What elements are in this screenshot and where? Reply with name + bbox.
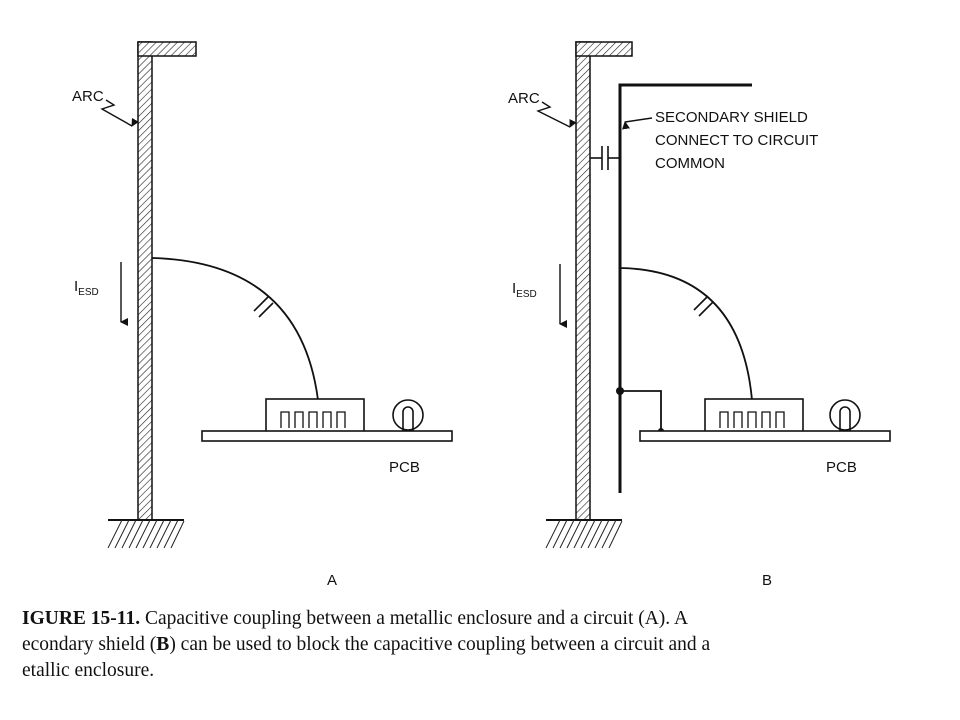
- shield-capacitor-b: [590, 146, 620, 170]
- figure-caption: IGURE 15-11. Capacitive coupling between…: [22, 606, 942, 684]
- caption-line-1: IGURE 15-11. Capacitive coupling between…: [22, 606, 942, 632]
- figure-number: IGURE 15-11.: [22, 608, 141, 629]
- arc-spark-b: [536, 101, 577, 128]
- enclosure-wall-b: [575, 41, 633, 521]
- caption-text-2a: econdary shield (: [22, 634, 157, 655]
- caption-line-2: econdary shield (B) can be used to block…: [22, 632, 942, 658]
- panel-b: ARC SECONDARY SHIELD CONNECT TO CIRCUIT …: [508, 41, 891, 589]
- caption-text-1: Capacitive coupling between a metallic e…: [140, 608, 689, 629]
- ground-symbol-a: [107, 519, 185, 549]
- component-round-b: [829, 399, 861, 431]
- panel-label-b: B: [762, 572, 772, 589]
- capacitor-symbol-a: [253, 296, 274, 318]
- pcb-board-b: [639, 430, 891, 442]
- arc-spark-a: [100, 99, 139, 127]
- current-label-b: IESD: [512, 280, 537, 300]
- secondary-shield-b: [618, 83, 752, 493]
- caption-text-2c: ) can be used to block the capacitive co…: [169, 634, 711, 655]
- panel-a: ARC IESD PCB A: [72, 41, 453, 589]
- coupling-curve-a: [151, 257, 319, 401]
- caption-text-2b: B: [156, 634, 170, 655]
- capacitor-symbol-b: [693, 295, 714, 317]
- arc-label-a: ARC: [72, 88, 104, 105]
- shield-note-pointer-b: [622, 117, 653, 130]
- shield-note-line-3: COMMON: [655, 155, 725, 172]
- chip-b: [704, 398, 804, 433]
- pcb-board-a: [201, 430, 453, 442]
- coupling-curve-b: [619, 267, 753, 401]
- shield-note-line-1: SECONDARY SHIELD: [655, 109, 808, 126]
- circuit-common-link-b: [616, 387, 664, 434]
- pcb-label-b: PCB: [826, 459, 857, 476]
- pcb-label-a: PCB: [389, 459, 420, 476]
- caption-line-3: etallic enclosure.: [22, 660, 155, 681]
- current-label-a: IESD: [74, 278, 99, 298]
- enclosure-wall-a: [137, 41, 197, 521]
- component-round-a: [392, 399, 424, 431]
- ground-symbol-b: [545, 519, 623, 549]
- shield-note-line-2: CONNECT TO CIRCUIT: [655, 132, 818, 149]
- arc-label-b: ARC: [508, 90, 540, 107]
- chip-a: [265, 398, 365, 433]
- panel-label-a: A: [327, 572, 337, 589]
